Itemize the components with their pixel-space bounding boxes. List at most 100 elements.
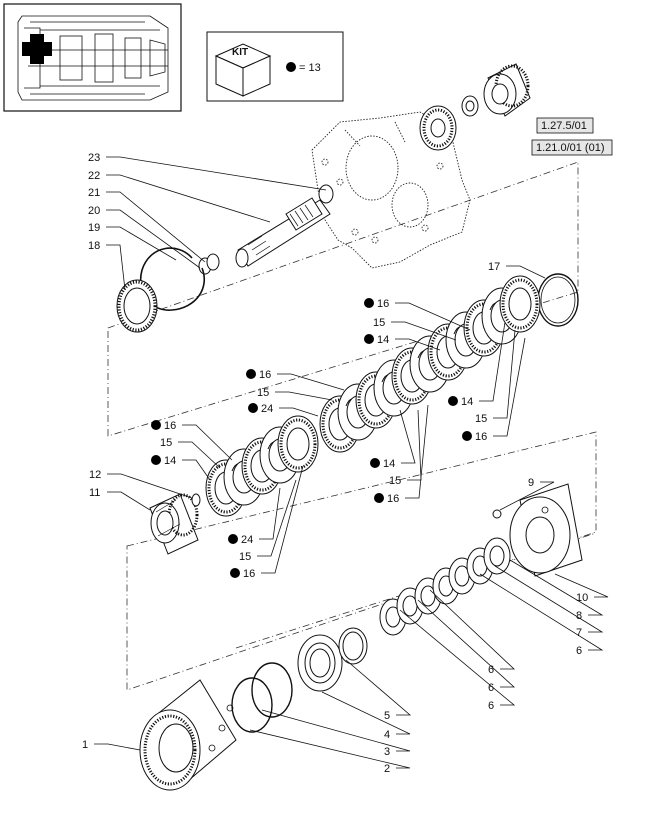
leader-line (417, 599, 516, 688)
callout-number: 8 (576, 610, 582, 622)
locator-thumbnail[interactable] (3, 3, 182, 112)
reference-link-2[interactable]: 1.21.0/01 (01) (531, 139, 613, 156)
reference-text-1: 1.27.5/01 (541, 120, 587, 132)
callout-6[interactable]: 6 (488, 664, 494, 676)
callout-6[interactable]: 6 (488, 700, 494, 712)
kit-dot-icon (228, 534, 238, 544)
callout-15[interactable]: 15 (373, 317, 385, 329)
leader-line (499, 481, 555, 511)
leader-line (506, 265, 546, 279)
small-rings (198, 253, 220, 275)
callout-14[interactable]: 14 (448, 396, 473, 408)
callout-18[interactable]: 18 (88, 240, 100, 252)
snap-ring-17 (537, 273, 579, 327)
kit-dot-icon (462, 431, 472, 441)
leader-line (107, 473, 193, 499)
callout-14[interactable]: 14 (151, 455, 176, 467)
callout-16[interactable]: 16 (374, 493, 399, 505)
callout-number: 10 (576, 592, 588, 604)
callout-16[interactable]: 16 (230, 568, 255, 580)
leader-line (275, 391, 333, 401)
callout-12[interactable]: 12 (89, 469, 101, 481)
callout-number: 7 (576, 627, 582, 639)
callout-number: 16 (387, 493, 399, 505)
callout-number: 3 (384, 746, 390, 758)
callout-number: 11 (89, 487, 100, 499)
callout-24[interactable]: 24 (228, 534, 253, 546)
kit-dot-icon (448, 396, 458, 406)
drum-10 (509, 483, 583, 577)
callout-number: 1 (82, 739, 88, 751)
callout-6[interactable]: 6 (488, 682, 494, 694)
leader-line (182, 424, 233, 461)
leader-line (261, 465, 304, 574)
callout-10[interactable]: 10 (576, 592, 588, 604)
callout-20[interactable]: 20 (88, 205, 100, 217)
callout-number: 24 (261, 403, 273, 415)
callout-9[interactable]: 9 (528, 477, 534, 489)
callout-15[interactable]: 15 (160, 437, 172, 449)
callout-2[interactable]: 2 (384, 763, 390, 775)
callout-15[interactable]: 15 (257, 387, 269, 399)
callout-16[interactable]: 16 (151, 420, 176, 432)
leader-line (493, 329, 516, 419)
callout-number: 16 (259, 369, 271, 381)
leader-line (106, 244, 126, 291)
callout-16[interactable]: 16 (246, 369, 271, 381)
callout-15[interactable]: 15 (239, 551, 251, 563)
leader-line (261, 709, 411, 752)
callout-19[interactable]: 19 (88, 222, 100, 234)
kit-legend-box: KIT = 13 (206, 31, 344, 102)
callout-15[interactable]: 15 (389, 475, 401, 487)
piston-4 (297, 634, 343, 692)
callout-14[interactable]: 14 (364, 334, 389, 346)
callout-number: 14 (461, 396, 473, 408)
callout-4[interactable]: 4 (384, 729, 390, 741)
callout-7[interactable]: 7 (576, 627, 582, 639)
callout-1[interactable]: 1 (82, 739, 88, 751)
disc-teeth (279, 418, 317, 470)
callout-24[interactable]: 24 (248, 403, 273, 415)
leader-line (429, 589, 516, 670)
callout-8[interactable]: 8 (576, 610, 582, 622)
kit-legend-text: = 13 (299, 62, 321, 74)
leader-line (178, 441, 221, 469)
callout-number: 16 (164, 420, 176, 432)
ring-5 (338, 627, 368, 665)
callout-number: 15 (389, 475, 401, 487)
kit-dot-icon (248, 403, 258, 413)
ring-12 (191, 493, 201, 507)
callout-number: 23 (88, 152, 100, 164)
leader-line (321, 691, 411, 735)
callout-22[interactable]: 22 (88, 170, 100, 182)
callout-14[interactable]: 14 (370, 458, 395, 470)
reference-link-1[interactable]: 1.27.5/01 (536, 117, 594, 134)
lower-ring-stack (379, 537, 511, 636)
callout-number: 18 (88, 240, 100, 252)
leader-line (399, 409, 416, 464)
callout-21[interactable]: 21 (88, 187, 100, 199)
o-rings (231, 662, 293, 733)
callout-6[interactable]: 6 (576, 645, 582, 657)
leader-line (479, 321, 506, 402)
callout-number: 16 (475, 431, 487, 443)
clutch-pack-upper (319, 275, 541, 453)
callout-17[interactable]: 17 (488, 261, 500, 273)
callout-number: 17 (488, 261, 500, 273)
callout-23[interactable]: 23 (88, 152, 100, 164)
callout-number: 14 (383, 458, 395, 470)
callout-11[interactable]: 11 (89, 487, 100, 499)
callout-3[interactable]: 3 (384, 746, 390, 758)
callout-16[interactable]: 16 (364, 298, 389, 310)
callout-5[interactable]: 5 (384, 710, 390, 722)
gear-ring-18 (116, 279, 158, 333)
kit-dot-icon (364, 334, 374, 344)
callout-number: 9 (528, 477, 534, 489)
callout-number: 6 (488, 682, 494, 694)
callout-number: 24 (241, 534, 253, 546)
callout-16[interactable]: 16 (462, 431, 487, 443)
callout-number: 6 (576, 645, 582, 657)
callout-15[interactable]: 15 (475, 413, 487, 425)
